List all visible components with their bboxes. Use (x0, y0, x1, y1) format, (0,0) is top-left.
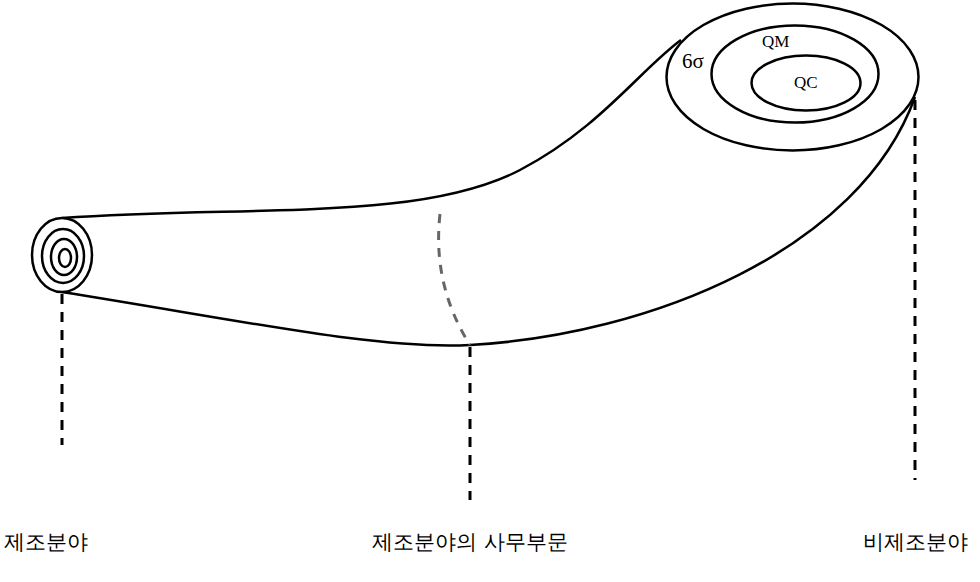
axis-label: 제조분야의 사무부문 (372, 528, 568, 556)
horn-small-end (32, 218, 92, 292)
dashed-guide (914, 100, 917, 480)
dashed-section (439, 214, 470, 345)
six-sigma-ellipse: 6σ QM QC (665, 2, 920, 152)
spiral-ring (51, 239, 77, 275)
node-label: QC (794, 74, 818, 93)
node-label: 6σ (682, 50, 704, 73)
horn-top-edge (62, 40, 681, 218)
node-label: QM (762, 33, 789, 52)
dashed-guide (469, 347, 472, 500)
axis-label: 비제조분야 (863, 528, 968, 556)
spiral-ring (59, 249, 71, 267)
axis-label: 제조분야 (4, 528, 88, 556)
qm-ellipse: QM QC (710, 24, 880, 124)
qc-ellipse: QC (750, 54, 862, 112)
horn-fill (62, 40, 915, 346)
spiral-ring (42, 229, 84, 283)
dashed-guide (61, 294, 64, 445)
